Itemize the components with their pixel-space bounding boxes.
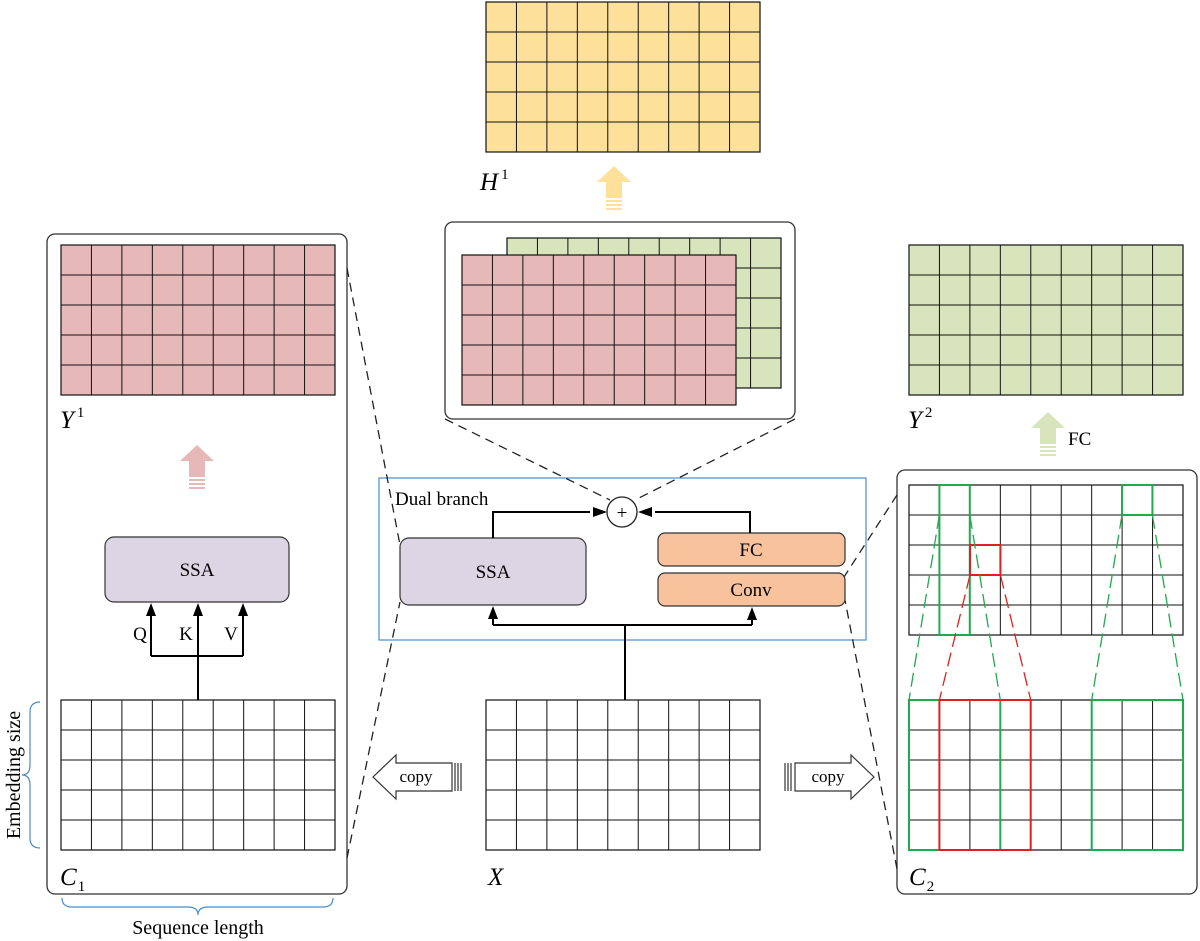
top-center-panel-frame: [444, 221, 796, 420]
c2-label: C2: [909, 864, 934, 895]
plus-sign: +: [617, 503, 628, 524]
block-up-arrow-icon: [180, 445, 214, 489]
q-label: Q: [133, 624, 147, 645]
sequence-length-label: Sequence length: [132, 917, 264, 939]
bottom-window-green-b: [1090, 699, 1184, 851]
fc-right-label: FC: [1068, 429, 1091, 450]
bottom-window-red: [938, 699, 1032, 851]
conv-window-highlights: [908, 484, 1184, 851]
conv-block: [657, 572, 846, 607]
sequence-length-brace: [61, 897, 334, 916]
x-grid: [485, 699, 761, 851]
grid-background: [908, 699, 1184, 851]
dual-branch-label: Dual branch: [395, 489, 489, 510]
ssa-center-label: SSA: [476, 562, 511, 583]
grid-background: [485, 1, 761, 153]
copy-right-label: copy: [811, 767, 845, 786]
block-up-arrow-icon: [1031, 412, 1065, 456]
top-window-right-green: [1121, 484, 1154, 516]
conv-block-label: Conv: [730, 580, 772, 601]
block-up-arrow-icon: [597, 166, 631, 210]
ssa-left-label: SSA: [180, 560, 215, 581]
embedding-size-brace: [21, 701, 41, 849]
y2-grid: [908, 244, 1184, 396]
fc-block: [657, 532, 846, 567]
embedding-size-label: Embedding size: [3, 711, 25, 839]
top-window-red: [969, 544, 1002, 576]
c2-top-grid: [908, 484, 1184, 636]
c1-grid: [60, 699, 336, 851]
ssa-block-left: [104, 536, 290, 603]
x-label: X: [487, 864, 505, 891]
grid-background: [908, 484, 1184, 636]
right-panel-frame: [896, 469, 1198, 895]
left-panel-frame: [46, 233, 348, 895]
y1-grid: [60, 244, 336, 396]
c2-bottom-grid: [908, 699, 1184, 851]
zoom-lines: [346, 267, 898, 870]
grid-background: [461, 254, 737, 406]
flow-arrowheads: [146, 507, 757, 620]
dual-branch-frame: [378, 477, 867, 641]
grid-background: [908, 244, 1184, 396]
hollow-arrow-icon: [784, 753, 875, 801]
conv-window-connectors: [908, 514, 1184, 701]
fc-block-label: FC: [739, 540, 762, 561]
grid-background: [60, 699, 336, 851]
h1-grid: [485, 1, 761, 153]
copy-left-label: copy: [399, 767, 433, 786]
hollow-arrow-icon: [372, 753, 462, 801]
k-label: K: [179, 624, 193, 645]
h1-pink-front-grid: [461, 254, 737, 406]
flow-lines: [150, 511, 753, 700]
grid-background: [485, 699, 761, 851]
grid-background: [60, 244, 336, 396]
c1-label: C1: [60, 864, 85, 895]
v-label: V: [224, 624, 238, 645]
